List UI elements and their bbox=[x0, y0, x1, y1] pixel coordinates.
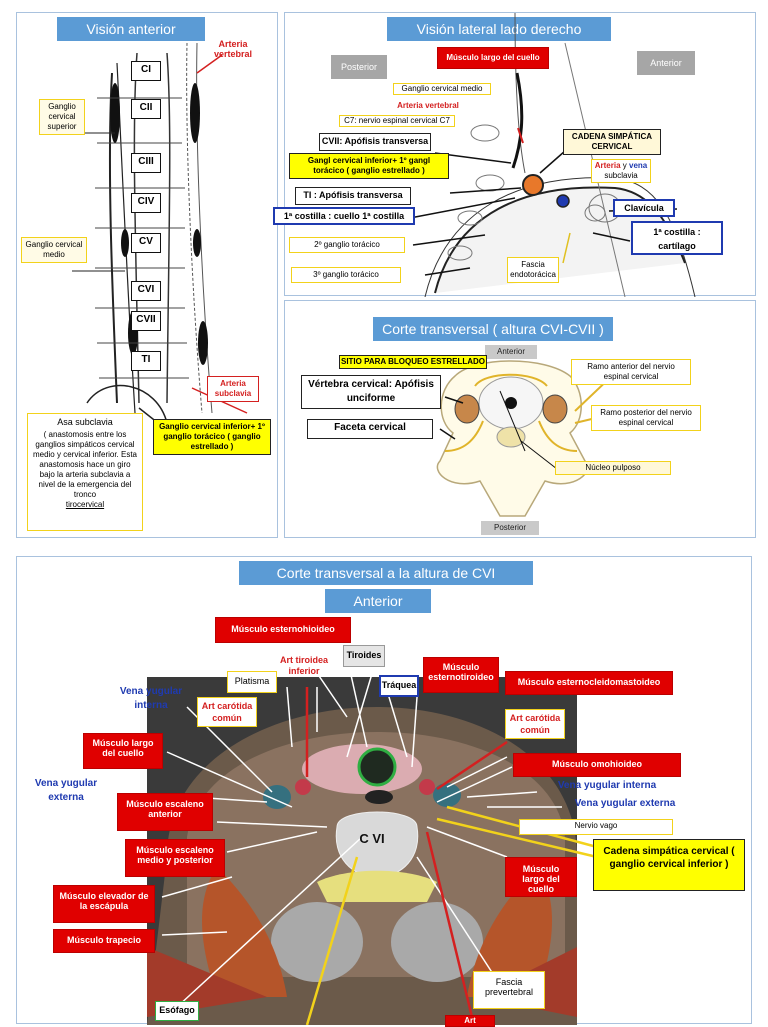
anterior-label: Anterior bbox=[637, 51, 695, 75]
panel-title: Corte transversal a la altura de CVI bbox=[239, 561, 533, 585]
ganglio-medio-label: Ganglio cervical medio bbox=[393, 83, 491, 95]
anterior-title: Anterior bbox=[325, 589, 431, 613]
asa-subclavia-box: Asa subclavia ( anastomosis entre los ga… bbox=[27, 413, 143, 531]
cvii-apofisis-label: CVII: Apófisis transversa bbox=[319, 133, 431, 151]
vertebra-label: CIV bbox=[131, 193, 161, 213]
ganglio-medio-label: Ganglio cervical medio bbox=[21, 237, 87, 263]
vertebra-label: CVII bbox=[131, 311, 161, 331]
costilla-cartilago-label: 1ª costilla : cartílago bbox=[631, 221, 723, 255]
sitio-bloqueo-label: SITIO PARA BLOQUEO ESTRELLADO bbox=[339, 355, 487, 369]
ct-cross-section bbox=[116, 628, 598, 1025]
esofago-label: Esófago bbox=[155, 1001, 199, 1021]
segundo-ganglio-label: 2º ganglio torácico bbox=[289, 237, 405, 253]
carotida-left-label: Art carótida común bbox=[197, 697, 257, 727]
arteria-vena-subclavia-label: Arteria y vena subclavia bbox=[591, 159, 651, 183]
ramo-anterior-label: Ramo anterior del nervio espinal cervica… bbox=[571, 359, 691, 385]
y-word: y bbox=[622, 161, 627, 170]
cadena-simpatica-label: Cadena simpática cervical ( ganglio cerv… bbox=[593, 839, 745, 891]
panel-corte-cvi: Corte transversal a la altura de CVI Ant… bbox=[16, 556, 752, 1027]
elevador-escapula-label: Músculo elevador de la escápula bbox=[53, 885, 155, 923]
arteria-vertebral-label: Arteria vertebral bbox=[397, 101, 459, 110]
vena-word: vena bbox=[629, 161, 648, 170]
arteria-word: Arteria bbox=[594, 161, 621, 170]
ganglio-estrellado-label: Ganglio cervical inferior+ 1º ganglio to… bbox=[153, 419, 271, 455]
carotida-right-label: Art carótida común bbox=[505, 709, 565, 739]
panel-title: Corte transversal ( altura CVI-CVII ) bbox=[373, 317, 613, 341]
panel-vision-anterior: Visión anterior CI CII CIII CIV CV CVI C… bbox=[16, 12, 278, 538]
c7-nervio-label: C7: nervio espinal cervical C7 bbox=[339, 115, 455, 127]
vertebra-label: CII bbox=[131, 99, 161, 119]
panel-title: Visión anterior bbox=[57, 17, 205, 41]
vena-yugular-interna-left-label: Vena yugular interna bbox=[119, 686, 183, 711]
faceta-cervical-label: Faceta cervical bbox=[307, 419, 433, 439]
esternocleidomastoideo-label: Músculo esternocleidomastoideo bbox=[505, 671, 673, 695]
platisma-label: Platisma bbox=[227, 671, 277, 693]
vertebra-label: CVI bbox=[131, 281, 161, 301]
vertebra-label: TI bbox=[131, 351, 161, 371]
omohioideo-label: Músculo omohioideo bbox=[513, 753, 681, 777]
vena-yugular-externa-right-label: Vena yugular externa bbox=[574, 798, 676, 809]
escaleno-anterior-label: Músculo escaleno anterior bbox=[117, 793, 213, 831]
largo-cuello-left-label: Músculo largo del cuello bbox=[83, 733, 163, 769]
panel-vision-lateral: Visión lateral lado derecho Posterior An… bbox=[273, 12, 756, 297]
trapecio-label: Músculo trapecio bbox=[53, 929, 155, 953]
traquea-label: Tráquea bbox=[379, 675, 419, 697]
art-bottom-label: Art bbox=[445, 1015, 495, 1027]
nervio-vago-label: Nervio vago bbox=[519, 819, 673, 835]
fascia-prevertebral-label: Fascia prevertebral bbox=[473, 971, 545, 1009]
tercer-ganglio-label: 3º ganglio torácico bbox=[291, 267, 401, 283]
arteria-subclavia-label: Arteria subclavia bbox=[207, 376, 259, 402]
esternohioideo-label: Músculo esternohioideo bbox=[215, 617, 351, 643]
vertebra-label: CV bbox=[131, 233, 161, 253]
escaleno-medio-label: Músculo escaleno medio y posterior bbox=[125, 839, 225, 877]
clavicula-label: Clavícula bbox=[613, 199, 675, 217]
anterior-label: Anterior bbox=[485, 345, 537, 359]
panel-title: Visión lateral lado derecho bbox=[387, 17, 611, 41]
subclavia-word: subclavia bbox=[604, 171, 638, 180]
posterior-label: Posterior bbox=[481, 521, 539, 535]
panel-corte-cvi-cvii: Corte transversal ( altura CVI-CVII ) An… bbox=[284, 300, 756, 538]
ti-apofisis-label: TI : Apófisis transversa bbox=[295, 187, 411, 205]
tiroides-label: Tiroides bbox=[343, 645, 385, 667]
vertebra-label: CIII bbox=[131, 153, 161, 173]
arteria-vertebral-label: Arteria vertebral bbox=[213, 39, 253, 59]
vena-yugular-externa-left-label: Vena yugular externa bbox=[34, 778, 98, 803]
ramo-posterior-label: Ramo posterior del nervio espinal cervic… bbox=[591, 405, 701, 431]
musculo-largo-label: Músculo largo del cuello bbox=[437, 47, 549, 69]
vertebra-cervical-label: Vértebra cervical: Apófisis unciforme bbox=[301, 375, 441, 409]
asa-subclavia-text: ( anastomosis entre los ganglios simpáti… bbox=[32, 430, 138, 499]
cvi-label: C VI bbox=[359, 831, 385, 846]
cadena-simpatica-label: CADENA SIMPÁTICA CERVICAL bbox=[563, 129, 661, 155]
fascia-endotoracica-label: Fascia endotorácica bbox=[507, 257, 559, 283]
asa-subclavia-last: tirocervical bbox=[65, 500, 105, 509]
vena-yugular-interna-right-label: Vena yugular interna bbox=[557, 780, 657, 791]
largo-cuello-right-label: Músculo largo del cuello bbox=[505, 857, 577, 897]
posterior-label: Posterior bbox=[331, 55, 387, 79]
asa-subclavia-title: Asa subclavia bbox=[57, 417, 113, 427]
vertebra-cross-section bbox=[436, 360, 626, 517]
esternotiroideo-label: Músculo esternotiroideo bbox=[423, 657, 499, 693]
ganglio-superior-label: Ganglio cervical superior bbox=[39, 99, 85, 135]
nucleo-pulposo-label: Núcleo pulposo bbox=[555, 461, 671, 475]
costilla-cuello-label: 1ª costilla : cuello 1ª costilla bbox=[273, 207, 415, 225]
art-tiroidea-label: Art tiroidea inferior bbox=[279, 655, 328, 676]
gangl-inferior-label: Gangl cervical inferior+ 1º gangl toráci… bbox=[289, 153, 449, 179]
vertebra-label: CI bbox=[131, 61, 161, 81]
